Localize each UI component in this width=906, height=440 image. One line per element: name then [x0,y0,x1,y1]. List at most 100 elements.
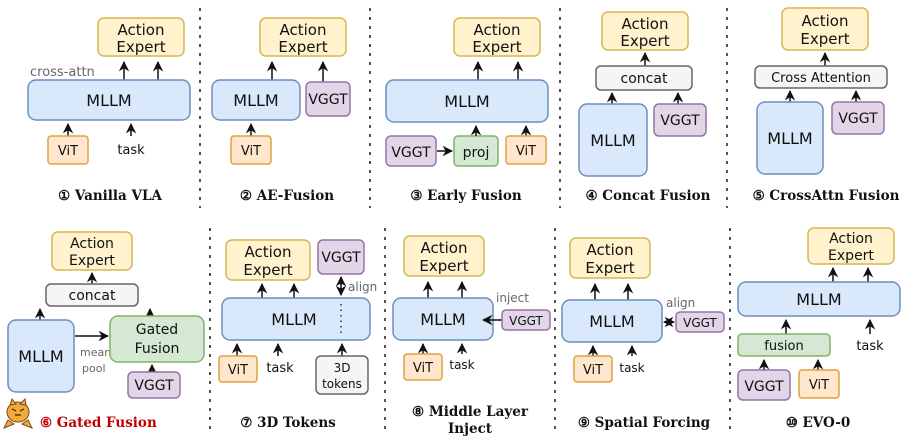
action-label: Action [280,21,327,39]
caption-crossattn-fusion: ⑤ CrossAttn Fusion [753,188,900,204]
panel-crossattn-fusion: Action Expert Cross Attention MLLM VGGT … [753,7,900,204]
task-label: task [449,358,474,372]
vggt-label: VGGT [509,314,543,328]
pool-label: pool [82,362,106,375]
expert-label: Expert [800,30,849,48]
caption-3d-tokens: ⑦ 3D Tokens [240,415,336,431]
mllm-label: MLLM [420,310,465,329]
concat-box [45,283,139,307]
vggt-box [317,239,365,275]
mllm-box [392,297,494,341]
mllm-label: MLLM [271,310,316,329]
proj-label: proj [463,145,490,161]
vggt-box [653,103,707,137]
caption-inject: Inject [448,421,493,437]
action-label: Action [245,243,292,261]
vit-box [47,135,89,165]
mllm-box [561,299,663,343]
gated-label: Gated [136,322,178,338]
mllm-label: MLLM [767,129,812,148]
action-expert-box [807,227,895,265]
mllm-box [27,79,191,121]
caption-gated-fusion: ⑥ Gated Fusion [40,415,157,431]
vit-label: ViT [58,144,78,159]
expert-label: Expert [116,38,165,56]
panel-middle-layer-inject: Action Expert MLLM inject VGGT ViT task … [392,235,551,437]
fusion-label: Fusion [135,341,180,357]
action-label: Action [829,231,873,247]
align-label: align [666,296,695,310]
vggt-label: VGGT [391,145,431,161]
mllm-box [578,103,648,177]
action-label: Action [587,241,634,259]
vggt-label: VGGT [683,316,717,330]
caption-early-fusion: ③ Early Fusion [410,188,522,204]
action-expert-box [601,11,689,51]
vggt-label: VGGT [321,250,361,266]
vit-label: ViT [228,363,248,378]
vggt-label: VGGT [308,92,348,108]
panel-dividers [199,8,731,430]
expert-label: Expert [243,261,292,279]
expert-label: Expert [585,259,634,277]
panel-3d-tokens: Action Expert VGGT align MLLM ViT task 3… [218,239,377,431]
vit-box [573,355,613,383]
panel-spatial-forcing: Action Expert MLLM align VGGT ViT task ⑨… [561,237,725,431]
gated-fusion-box [109,315,205,363]
mllm-label: MLLM [590,131,635,150]
action-expert-box [225,239,311,281]
panel-evo-0: Action Expert MLLM fusion task VGGT ViT … [737,227,901,431]
tokens-label: tokens [322,377,362,391]
vit-label: ViT [583,363,603,378]
vit-box [403,353,443,381]
vit-box [218,355,258,383]
action-label: Action [70,236,114,252]
expert-label: Expert [278,38,327,56]
vggt-box [501,309,551,331]
action-expert-box [781,7,869,51]
expert-label: Expert [472,38,521,56]
action-expert-box [97,17,185,57]
action-expert-box [51,231,133,271]
caption-spatial-forcing: ⑨ Spatial Forcing [578,415,711,431]
mllm-label: MLLM [589,312,634,331]
action-label: Action [622,15,669,33]
panel-ae-fusion: Action Expert MLLM VGGT ViT ② AE-Fusion [211,17,351,204]
mllm-label: MLLM [796,290,841,309]
3d-label: 3D [334,361,351,375]
panel-early-fusion: Action Expert MLLM VGGT proj ViT ③ Early… [385,17,549,204]
fusion-label: fusion [764,339,803,354]
caption-vanilla-vla: ① Vanilla VLA [58,188,162,204]
task-label: task [266,361,294,376]
cross-attention-label: Cross Attention [771,71,871,86]
action-label: Action [421,239,468,257]
action-label: Action [474,21,521,39]
action-expert-box [569,237,651,279]
vggt-box [675,311,725,333]
vggt-label: VGGT [744,379,784,395]
vggt-box [831,101,885,135]
caption-ae-fusion: ② AE-Fusion [240,188,334,204]
3d-tokens-box [315,355,369,395]
concat-label: concat [69,288,116,304]
mllm-box [385,79,549,123]
mean-label: mean [80,346,111,359]
vggt-label: VGGT [838,111,878,127]
cross-attn-label: cross-attn [30,65,95,80]
vggt-label: VGGT [134,378,174,394]
vit-box [798,369,840,399]
vggt-box [127,371,181,399]
mllm-box [756,101,824,175]
action-label: Action [802,12,849,30]
mllm-label: MLLM [233,91,278,110]
task-label: task [856,339,884,354]
caption-concat-fusion: ④ Concat Fusion [586,188,711,204]
mllm-label: MLLM [86,91,131,110]
vit-box [230,135,272,165]
concat-box [595,65,693,91]
vit-box [505,135,547,165]
mllm-box [7,319,75,393]
panel-gated-fusion: Action Expert concat MLLM mean pool Gate… [2,231,205,431]
expert-label: Expert [419,257,468,275]
